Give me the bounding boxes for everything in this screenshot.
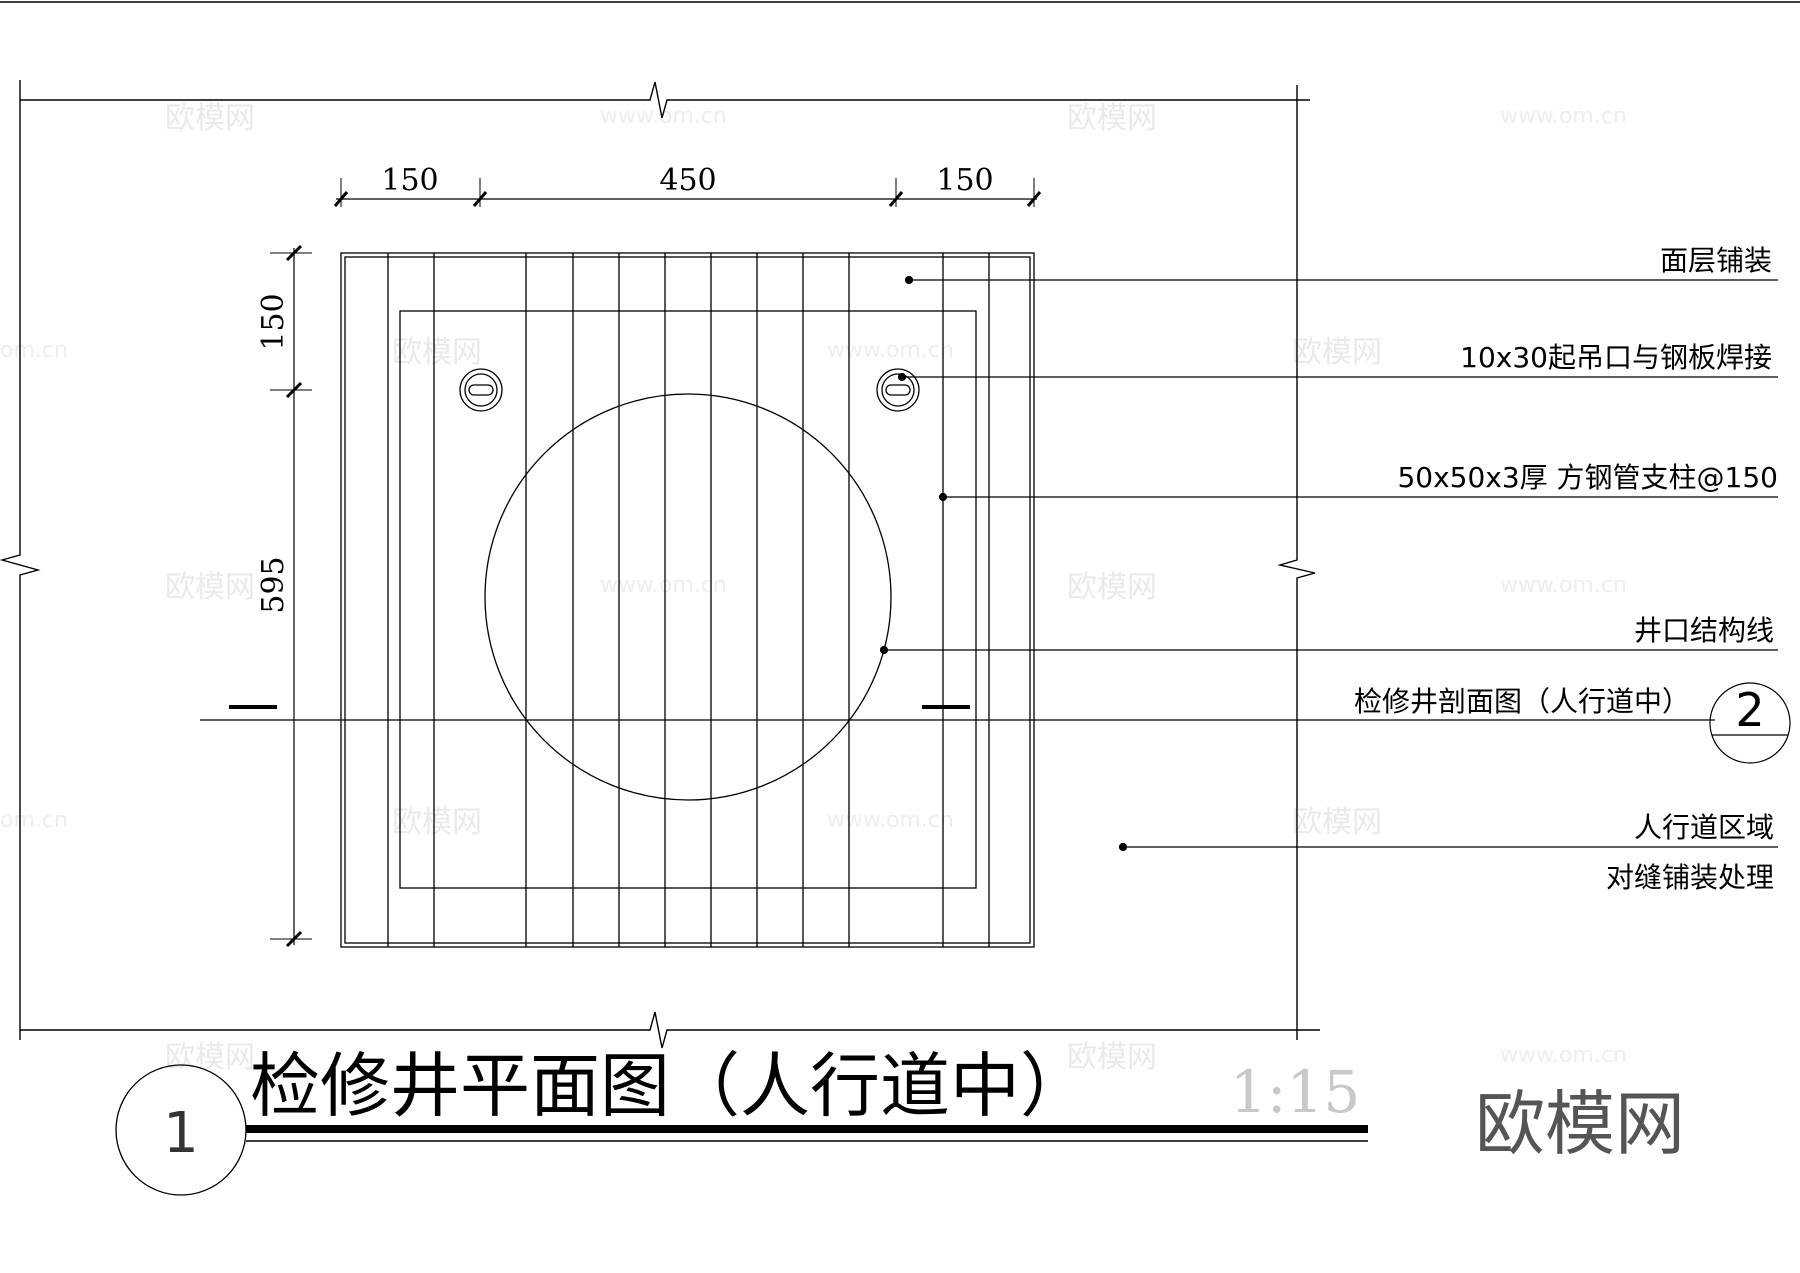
dimension-label: 595 <box>256 556 291 613</box>
shaft-structure-circle <box>484 393 892 801</box>
watermark-text: 欧模网 <box>1067 570 1157 605</box>
watermark-url: om.cn <box>0 808 68 833</box>
title-underline-thick <box>246 1125 1368 1133</box>
paving-joint-lines <box>387 253 990 947</box>
callout-label: 面层铺装 <box>1660 244 1772 277</box>
section-reference-marker: 2 <box>1709 682 1791 764</box>
dimension-label: 150 <box>936 163 993 198</box>
steel-plate-outline <box>399 310 977 889</box>
drawing-title: 检修井平面图（人行道中） <box>250 1045 1090 1127</box>
watermark-url: www.om.cn <box>1500 573 1627 598</box>
watermark-url: om.cn <box>0 338 68 363</box>
watermark-url: www.om.cn <box>827 808 954 833</box>
callout-labels: 面层铺装 10x30起吊口与钢板焊接 50x50x3厚 方钢管支柱@150 井口… <box>1354 244 1778 894</box>
watermark-brand: 欧模网 <box>1475 1083 1685 1165</box>
dimension-label: 450 <box>659 163 716 198</box>
callout-label: 井口结构线 <box>1634 614 1774 647</box>
lifting-hole-left <box>459 368 503 412</box>
dimension-label: 150 <box>381 163 438 198</box>
watermark-text: 欧模网 <box>165 570 255 605</box>
watermark-url: www.om.cn <box>600 104 727 129</box>
dimension-label: 150 <box>256 293 291 350</box>
watermark-text: 欧模网 <box>165 1040 255 1075</box>
callout-label: 对缝铺装处理 <box>1606 861 1774 894</box>
left-dimension-chain: 150 595 <box>256 244 312 948</box>
watermark-layer: 欧模网 www.om.cn 欧模网 www.om.cn om.cn 欧模网 ww… <box>0 101 1627 1075</box>
cover-outer-frame <box>340 252 1035 948</box>
watermark-text: 欧模网 <box>392 805 482 840</box>
sidewalk-area-boundary <box>0 80 1320 1049</box>
watermark-text: 欧模网 <box>1067 101 1157 136</box>
manhole-cover <box>340 252 1035 948</box>
watermark-text: 欧模网 <box>1292 805 1382 840</box>
watermark-url: www.om.cn <box>600 573 727 598</box>
watermark-text: 欧模网 <box>392 335 482 370</box>
section-cut-mark <box>922 705 970 709</box>
top-dimension-chain: 150 450 150 <box>333 163 1042 207</box>
callout-label: 10x30起吊口与钢板焊接 <box>1460 341 1772 374</box>
lifting-hole-right <box>876 368 920 412</box>
watermark-text: 欧模网 <box>165 101 255 136</box>
watermark-url: www.om.cn <box>1500 104 1627 129</box>
section-cut-line <box>200 705 1715 721</box>
watermark-text: 欧模网 <box>1067 1040 1157 1075</box>
callout-label: 检修井剖面图（人行道中） <box>1354 685 1690 718</box>
watermark-text: 欧模网 <box>1292 335 1382 370</box>
drawing-title-block: 1 检修井平面图（人行道中） 1:15 欧模网 <box>115 1045 1685 1196</box>
callout-label: 50x50x3厚 方钢管支柱@150 <box>1397 461 1778 494</box>
section-cut-mark <box>229 705 277 709</box>
callout-leaders <box>879 275 1778 852</box>
callout-label: 人行道区域 <box>1634 811 1774 844</box>
section-marker-number: 2 <box>1735 683 1764 737</box>
watermark-url: www.om.cn <box>827 338 954 363</box>
drawing-scale: 1:15 <box>1230 1058 1360 1126</box>
cover-inner-frame <box>344 256 1031 944</box>
title-number: 1 <box>163 1101 199 1166</box>
watermark-url: www.om.cn <box>1500 1043 1627 1068</box>
